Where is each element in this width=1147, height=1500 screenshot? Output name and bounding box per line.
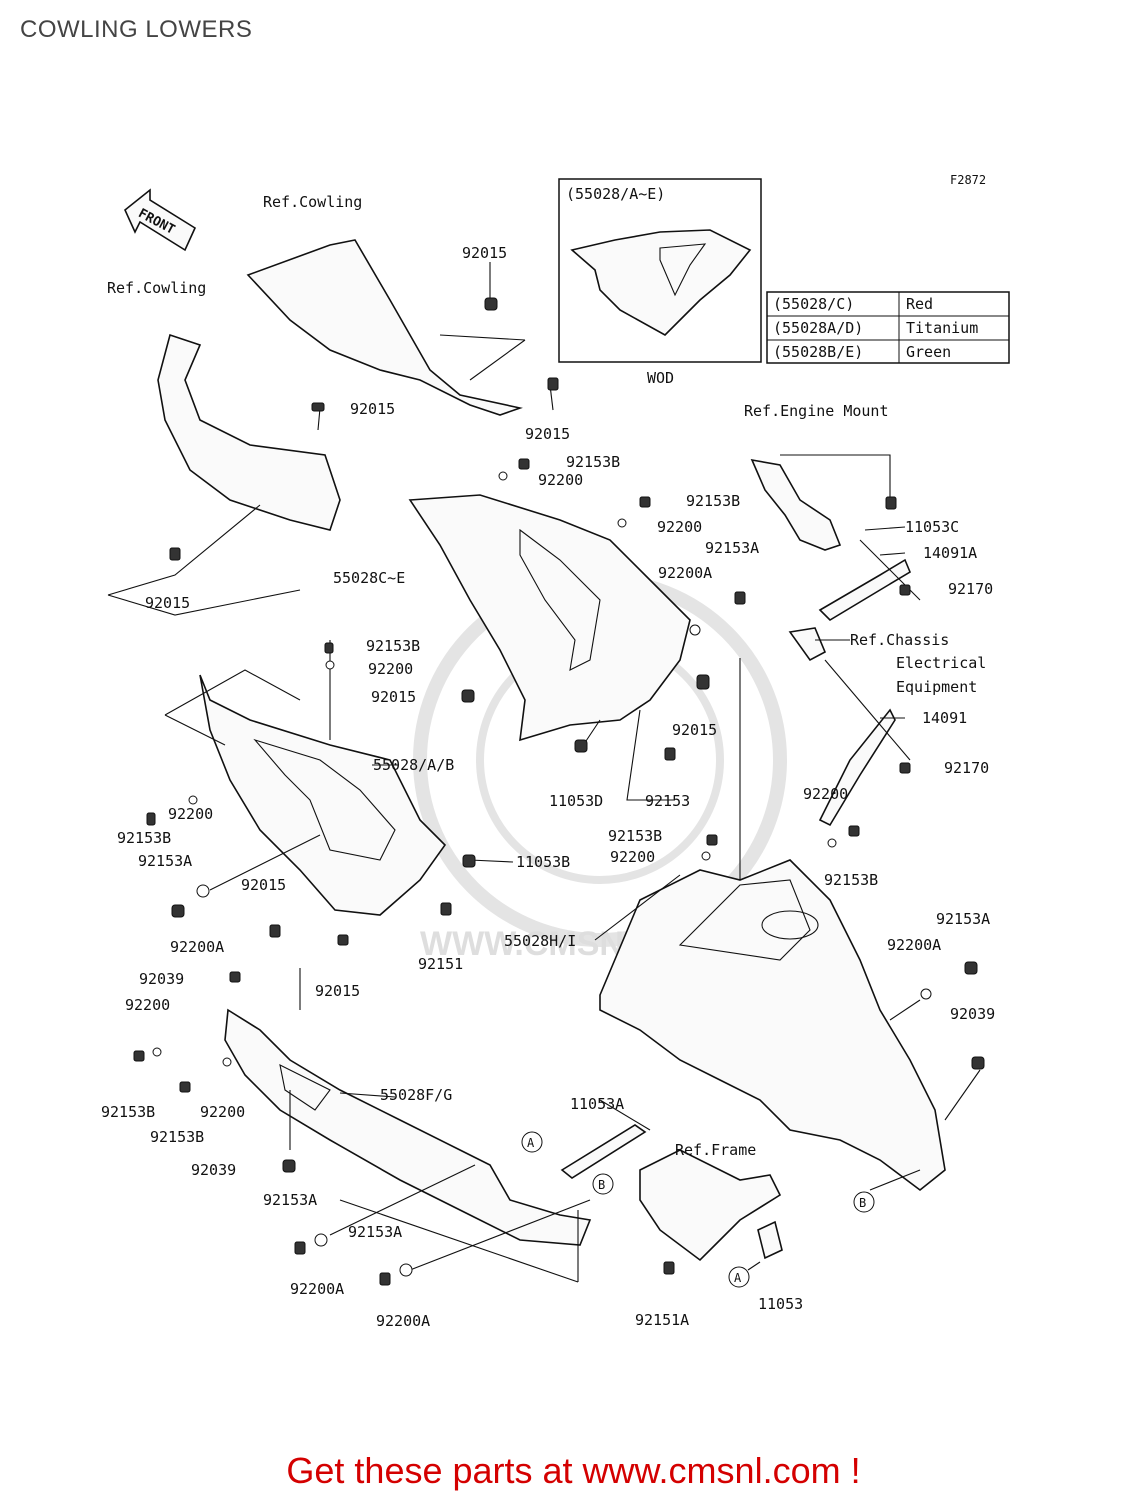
svg-text:A: A <box>527 1136 535 1150</box>
callout-92015-a: 92015 <box>462 244 507 262</box>
callout-92015-c: 92015 <box>525 425 570 443</box>
callout-92015-b: 92015 <box>350 400 395 418</box>
callout-92170-b: 92170 <box>944 759 989 777</box>
callout-55028fg: 55028F/G <box>380 1086 452 1104</box>
svg-text:B: B <box>859 1196 866 1210</box>
parts-diagram: WWW.CMSNL.COM FRONT F2872 (55028/A~E) WO… <box>101 173 1010 1330</box>
upper-cowling-shape <box>246 239 523 416</box>
engine-mount-bracket-shape <box>750 458 842 551</box>
callout-92015-g: 92015 <box>241 876 286 894</box>
callout-11053a: 11053A <box>570 1095 624 1113</box>
side-panel-55028ce-shape <box>408 494 691 742</box>
callout-92039-a: 92039 <box>139 970 184 988</box>
callout-92153b-f: 92153B <box>824 871 878 889</box>
callout-11053c: 11053C <box>905 518 959 536</box>
callout-92015-e: 92015 <box>371 688 416 706</box>
color-name-2: Titanium <box>906 319 978 337</box>
bracket-14091a-shape <box>818 558 912 622</box>
callout-92200-h: 92200 <box>200 1103 245 1121</box>
callout-ref-chassis-2: Electrical <box>896 654 986 672</box>
callout-92153b-g: 92153B <box>101 1103 155 1121</box>
callout-92200-f: 92200 <box>610 848 655 866</box>
inset-label: WOD <box>647 369 674 387</box>
rubber-strip-11053a-shape <box>560 1124 647 1179</box>
callout-92200a-a: 92200A <box>658 564 712 582</box>
callout-92015-d: 92015 <box>145 594 190 612</box>
color-code-2: (55028A/D) <box>773 319 863 337</box>
callout-92153b-e: 92153B <box>608 827 662 845</box>
callout-11053d: 11053D <box>549 792 603 810</box>
callout-92153a-d: 92153A <box>263 1191 317 1209</box>
callout-14091a: 14091A <box>923 544 977 562</box>
color-code-1: (55028/C) <box>773 295 854 313</box>
callout-ref-frame: Ref.Frame <box>675 1141 756 1159</box>
color-name-3: Green <box>906 343 951 361</box>
bracket-14091-shape <box>818 708 896 827</box>
marker-b1: B <box>592 1173 614 1195</box>
svg-text:A: A <box>734 1271 742 1285</box>
callout-ref-chassis-3: Equipment <box>896 678 977 696</box>
color-code-3: (55028B/E) <box>773 343 863 361</box>
callout-11053: 11053 <box>758 1295 803 1313</box>
callout-92015-f: 92015 <box>672 721 717 739</box>
callout-92200a-e: 92200A <box>376 1312 430 1330</box>
callout-92153a-a: 92153A <box>705 539 759 557</box>
callout-92200-c: 92200 <box>368 660 413 678</box>
callout-11053b: 11053B <box>516 853 570 871</box>
callout-92200-b: 92200 <box>657 518 702 536</box>
svg-text:B: B <box>598 1178 605 1192</box>
callout-92153a-c: 92153A <box>936 910 990 928</box>
fastener-hardware <box>133 297 985 1286</box>
color-table: (55028/C) Red (55028A/D) Titanium (55028… <box>766 291 1010 364</box>
callout-92200-a: 92200 <box>538 471 583 489</box>
callout-92015-h: 92015 <box>315 982 360 1000</box>
callout-92039-c: 92039 <box>191 1161 236 1179</box>
callout-92153: 92153 <box>645 792 690 810</box>
callout-92153b-b: 92153B <box>686 492 740 510</box>
callout-92151: 92151 <box>418 955 463 973</box>
callout-92151a: 92151A <box>635 1311 689 1329</box>
callout-55028hi: 55028H/I <box>504 932 576 950</box>
callout-92153a-e: 92153A <box>348 1223 402 1241</box>
callout-92200a-d: 92200A <box>290 1280 344 1298</box>
figure-code: F2872 <box>950 173 986 187</box>
inset-cowl-sticker <box>570 229 752 336</box>
lower-left-panel-55028fg-shape <box>224 1008 592 1246</box>
callout-92200-e: 92200 <box>168 805 213 823</box>
callout-55028ab: 55028/A/B <box>373 756 454 774</box>
callout-92200a-c: 92200A <box>887 936 941 954</box>
callout-92153b-a: 92153B <box>566 453 620 471</box>
middle-panel-55028ab-shape <box>199 674 447 916</box>
callout-92200-g: 92200 <box>125 996 170 1014</box>
marker-a1: A <box>521 1131 543 1153</box>
callout-92039-b: 92039 <box>950 1005 995 1023</box>
callout-92153b-d: 92153B <box>117 829 171 847</box>
frame-bracket-shape <box>639 1149 782 1262</box>
left-inner-cowling-shape <box>157 333 341 531</box>
callout-92153b-h: 92153B <box>150 1128 204 1146</box>
page-title: COWLING LOWERS <box>20 16 253 43</box>
callout-ref-chassis-1: Ref.Chassis <box>850 631 949 649</box>
lower-right-panel-55028hi-shape <box>599 859 946 1192</box>
inset-header: (55028/A~E) <box>566 185 665 203</box>
callout-14091: 14091 <box>922 709 967 727</box>
callout-92200-d: 92200 <box>803 785 848 803</box>
callout-92153a-b: 92153A <box>138 852 192 870</box>
front-arrow-icon: FRONT <box>124 188 197 252</box>
marker-a2: A <box>728 1266 750 1288</box>
callout-ref-engine-mount: Ref.Engine Mount <box>744 402 889 420</box>
callout-ref-cowling-left: Ref.Cowling <box>107 279 206 297</box>
callout-92153b-c: 92153B <box>366 637 420 655</box>
marker-b2: B <box>853 1191 875 1213</box>
color-name-1: Red <box>906 295 933 313</box>
callout-92170-a: 92170 <box>948 580 993 598</box>
footer-cta-link[interactable]: Get these parts at www.cmsnl.com ! <box>286 1450 861 1491</box>
callout-92200a-b: 92200A <box>170 938 224 956</box>
inset-box <box>558 178 762 363</box>
callout-55028ce: 55028C~E <box>333 569 405 587</box>
callout-ref-cowling-top: Ref.Cowling <box>263 193 362 211</box>
